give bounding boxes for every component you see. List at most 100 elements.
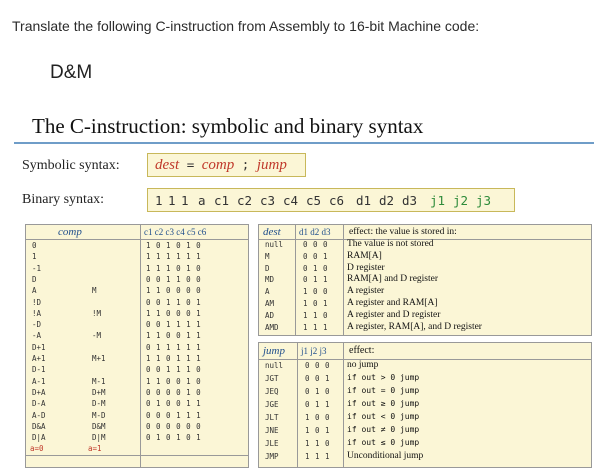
comp-bits-cell: 0 0 1 1 0 1 (146, 297, 202, 307)
comp-a0-cell: 1 (32, 252, 37, 262)
binary-token: d1 (356, 193, 372, 208)
jump-effect-cell: if out = 0 jump (347, 386, 420, 395)
comp-bits-cell: 1 1 0 1 1 1 (146, 354, 202, 363)
comp-a0-cell: !A (32, 308, 42, 318)
dest-effect-cell: D register (347, 262, 385, 273)
symbolic-jump: jump (256, 157, 287, 173)
dest-mnemonic-cell: AM (265, 299, 275, 308)
comp-a1-cell: M-1 (92, 376, 106, 386)
jump-effect-cell: if out ≠ 0 jump (347, 425, 420, 434)
jump-effect-header: effect: (349, 345, 375, 356)
comp-a1-cell: D+M (92, 387, 106, 397)
comp-bits-cell: 1 1 1 1 1 1 (146, 252, 202, 262)
comp-a1-cell: D-M (92, 399, 106, 409)
comp-a0-cell: D&A (32, 421, 46, 431)
comp-a0-cell: D|A (32, 433, 46, 443)
comp-a1-cell: D|M (92, 433, 106, 443)
dest-bits-cell: 1 1 1 (303, 322, 329, 332)
jump-effect-cell: if out < 0 jump (347, 412, 420, 421)
jump-mnemonic-cell: JLT (265, 413, 279, 422)
comp-a0-cell: D+A (32, 387, 46, 397)
binary-token: j2 (453, 193, 469, 208)
jump-bits-cell: 1 1 0 (305, 439, 331, 448)
comp-a0-cell: A+1 (32, 354, 46, 363)
binary-token: a (198, 193, 206, 208)
dest-mnemonic-cell: AMD (265, 322, 279, 332)
dest-bits-cell: 0 1 0 (303, 263, 329, 273)
comp-a1-cell: -M (92, 331, 102, 341)
comp-bits-cell: 0 1 0 0 1 1 (146, 399, 202, 409)
comp-bits-cell: 1 1 0 0 0 0 (146, 286, 202, 296)
dest-effect-cell: RAM[A] (347, 250, 382, 261)
comp-a0-cell: !D (32, 297, 42, 307)
dest-mnemonic-cell: MD (265, 275, 275, 285)
comp-bits-cell: 1 1 1 0 1 0 (146, 263, 202, 273)
jump-mnemonic-cell: JGE (265, 400, 279, 409)
comp-bits-cell: 1 1 0 0 1 0 (146, 376, 202, 386)
dest-bits-cell: 0 0 1 (303, 251, 329, 261)
dest-effect-cell: The value is not stored (347, 239, 434, 249)
binary-token: c4 (283, 193, 299, 208)
comp-a1-cell: !M (92, 308, 102, 318)
dest-effect-cell: A register (347, 286, 385, 297)
binary-syntax-box: 1 1 1 a c1 c2 c3 c4 c5 c6 d1 d2 d3 j1 j2… (147, 188, 515, 212)
jump-mnemonic-cell: JGT (265, 374, 279, 383)
dest-bits-header: d1 d2 d3 (299, 227, 331, 237)
comp-a1-cell: M (92, 286, 97, 296)
binary-token: 1 (168, 193, 176, 208)
dest-effect-cell: A register and RAM[A] (347, 298, 438, 308)
comp-bits-cell: 0 0 0 1 1 1 (146, 410, 202, 420)
symbolic-dest: dest (155, 157, 180, 173)
comp-a0-cell: -1 (32, 263, 42, 273)
jump-effect-cell: if out ≤ 0 jump (347, 438, 420, 447)
comp-header: comp (58, 226, 82, 238)
comp-bits-cell: 0 0 0 0 0 0 (146, 421, 202, 431)
symbolic-equals: = (186, 157, 195, 172)
answer-text: D&M (50, 62, 93, 83)
dest-mnemonic-cell: D (265, 263, 270, 273)
comp-a0-cell: -A (32, 331, 42, 341)
comp-bits-cell: 0 0 1 1 1 0 (146, 365, 202, 375)
dest-bits-cell: 1 0 0 (303, 287, 329, 297)
jump-mnemonic-cell: JNE (265, 426, 279, 435)
jump-mnemonic-cell: JEQ (265, 387, 279, 396)
dest-bits-cell: 1 0 1 (303, 299, 329, 308)
jump-effect-cell: Unconditional jump (347, 451, 424, 461)
jump-bits-cell: 0 1 0 (305, 387, 331, 396)
comp-a0-cell: -D (32, 320, 42, 330)
comp-bits-cell: 0 0 1 1 1 1 (146, 320, 202, 330)
comp-a1-cell: D&M (92, 421, 106, 431)
jump-bits-cell: 1 1 1 (305, 452, 331, 461)
binary-token: d3 (402, 193, 418, 208)
dest-bits-cell: 0 1 1 (303, 275, 329, 285)
comp-a1-cell: a=1 (88, 444, 102, 454)
question-text: Translate the following C-instruction fr… (12, 18, 480, 34)
dest-mnemonic-cell: A (265, 287, 270, 297)
slide-title: The C-instruction: symbolic and binary s… (32, 114, 424, 138)
binary-token: c6 (329, 193, 345, 208)
dest-header: dest (263, 226, 281, 238)
binary-token: d2 (379, 193, 395, 208)
symbolic-syntax-box: dest = comp ; jump (147, 153, 306, 177)
comp-a0-cell: A-D (32, 410, 46, 420)
dest-bits-cell: 0 0 0 (303, 240, 329, 249)
comp-bits-cell: 0 1 0 1 0 1 (146, 433, 202, 443)
binary-token: c2 (237, 193, 253, 208)
dest-effect-cell: A register and D register (347, 309, 441, 320)
binary-token: c1 (214, 193, 230, 208)
comp-a0-cell: a=0 (30, 444, 44, 454)
dest-effect-cell: RAM[A] and D register (347, 274, 439, 285)
comp-bits-cell: 0 0 1 1 0 0 (146, 274, 202, 284)
jump-header: jump (263, 345, 285, 357)
comp-a0-cell: D+1 (32, 342, 46, 352)
title-divider (14, 142, 594, 144)
binary-token: c3 (260, 193, 276, 208)
symbolic-semicolon: ; (241, 157, 250, 172)
comp-a0-cell: D (32, 274, 37, 284)
jump-bits-header: j1 j2 j3 (301, 346, 327, 356)
slide-image: The C-instruction: symbolic and binary s… (14, 98, 594, 474)
comp-a0-cell: D-1 (32, 365, 46, 375)
jump-bits-cell: 0 0 0 (305, 361, 331, 370)
